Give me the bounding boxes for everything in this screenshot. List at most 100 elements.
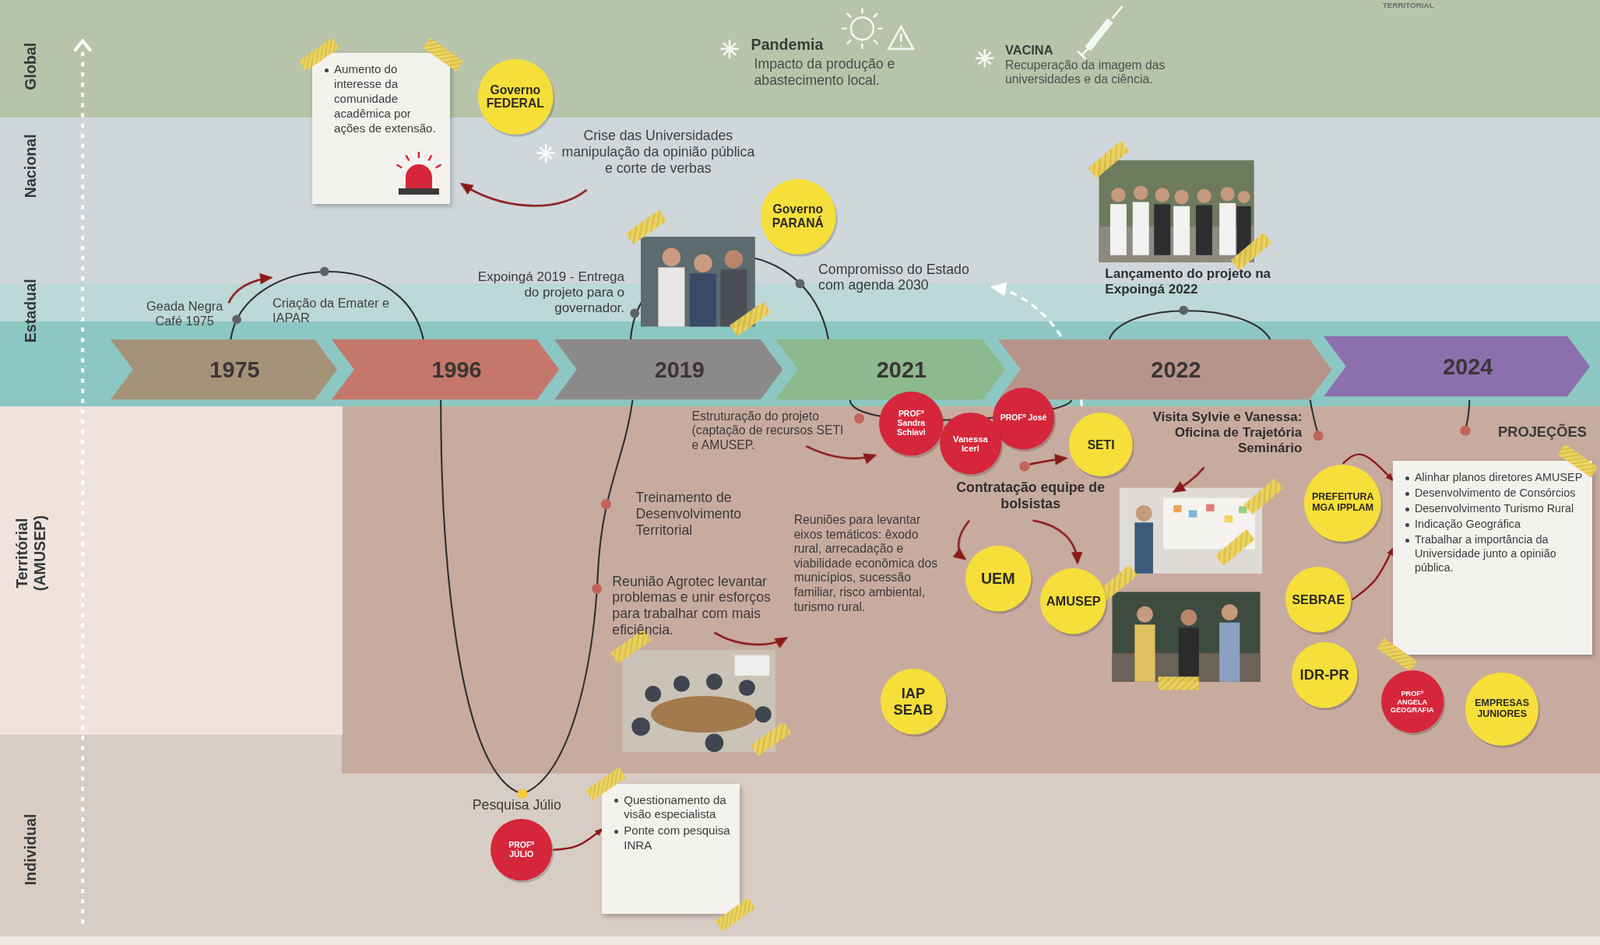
photo-meeting xyxy=(622,650,776,753)
sticker-text: Governo FEDERAL xyxy=(483,83,547,111)
leader-arrow xyxy=(805,446,876,459)
annotation-text: TERRITORIAL xyxy=(1382,0,1435,11)
photo-figure xyxy=(1196,189,1211,204)
label-box: Lançamento do projeto na Expoingá 2022 xyxy=(1104,266,1279,298)
leader-arrow xyxy=(958,520,970,560)
sticker-disc xyxy=(1285,566,1351,633)
sticker-text-box: PROFº José xyxy=(1000,413,1048,423)
sticker-shadow xyxy=(1382,672,1446,735)
photo-figure xyxy=(1178,627,1200,682)
sticker-disc xyxy=(965,545,1031,612)
photo xyxy=(1112,591,1261,682)
label-box: Treinamento de Desenvolvimento Territori… xyxy=(635,489,774,539)
year-text: 2021 xyxy=(876,357,927,384)
arrow-connector xyxy=(1343,454,1393,482)
sticker-disc xyxy=(760,179,837,255)
photo xyxy=(1099,160,1255,263)
sticker-text: SETI xyxy=(1087,438,1115,453)
label-box: Pandemia xyxy=(751,35,824,54)
event-dot xyxy=(629,309,640,319)
note-item: Desenvolvimento de Consórcios xyxy=(1403,485,1583,500)
sticker-text: IDR-PR xyxy=(1300,667,1350,684)
arrow-connector xyxy=(1352,548,1393,600)
event-dot xyxy=(854,413,865,424)
paper-note: Questionamento da visão especialistaPont… xyxy=(601,784,740,915)
year-chevron: 1996 xyxy=(331,339,560,400)
label-box: PROJEÇÕES xyxy=(1498,423,1587,441)
band-label: Estadual xyxy=(21,279,40,344)
photo-figure xyxy=(1221,604,1238,621)
label-box: Recuperação da imagem das universidades … xyxy=(1005,58,1169,88)
syringe-icon xyxy=(1087,20,1111,50)
event-dot xyxy=(1019,461,1030,472)
photo-postit xyxy=(1238,506,1247,514)
photo-figure xyxy=(1134,522,1154,574)
chevron-shape xyxy=(331,339,560,400)
sticker-shadow xyxy=(492,821,554,883)
label-box: Visita Sylvie e Vanessa: Oficina de Traj… xyxy=(1113,409,1302,457)
sticker-text-box: SEBRAE xyxy=(1291,592,1345,607)
asterisk-icon xyxy=(975,49,995,68)
sticker-disc xyxy=(490,819,553,881)
photo-workshop xyxy=(1119,488,1263,574)
photo-figure xyxy=(631,717,651,737)
photo-figure xyxy=(1174,189,1189,204)
photo-figure xyxy=(1173,206,1190,256)
sticker-text: PROFº JÚLIO xyxy=(496,840,546,859)
photo-seminar xyxy=(1112,591,1261,682)
sticker-disc xyxy=(1069,412,1133,477)
sticker-disc xyxy=(880,668,946,735)
sticker-shadow xyxy=(1305,467,1383,545)
annotation-text: Crise das Universidades manipulação da o… xyxy=(561,127,756,177)
annotation-text: PROJEÇÕES xyxy=(1498,423,1587,441)
photo-postit xyxy=(1206,504,1214,512)
timeline-arc xyxy=(1310,400,1319,437)
siren-icon xyxy=(398,188,440,195)
sticker-circle: UEM xyxy=(964,545,1032,612)
event-dot xyxy=(601,499,612,510)
photo xyxy=(1119,488,1263,574)
dashed-arrow xyxy=(991,286,1082,406)
event-dot xyxy=(591,583,602,595)
sticker-shadow xyxy=(967,548,1033,614)
asterisk-icon xyxy=(720,39,739,59)
sticker-text-box: Vanessa Iceri xyxy=(945,434,997,454)
siren-icon xyxy=(396,165,402,169)
sticker-text: IAP SEAB xyxy=(890,685,936,718)
photo-figure xyxy=(1132,202,1150,256)
chevron-shape xyxy=(998,339,1333,400)
note-item: Aumento do interesse da comunidade acadê… xyxy=(323,62,441,136)
tape xyxy=(1158,676,1200,690)
note-item: Trabalhar a importância da Universidade … xyxy=(1403,532,1583,575)
tape xyxy=(1230,232,1273,271)
annotation-text: Pandemia xyxy=(751,35,824,54)
annotation-text: Pesquisa Júlio xyxy=(472,797,562,814)
photo-figure xyxy=(662,248,682,268)
sticker-text: UEM xyxy=(981,569,1016,588)
photo-figure xyxy=(657,267,685,327)
sticker-shadow xyxy=(941,414,1003,477)
sticker-text: PROFº ANGELA GEOGRAFIA xyxy=(1386,689,1439,714)
photo-postit xyxy=(1188,510,1197,518)
label-box: Expoingá 2019 - Entrega do projeto para … xyxy=(471,269,625,317)
siren-icon xyxy=(428,155,432,162)
year-text: 1975 xyxy=(209,357,260,384)
sticker-text: PROFº José xyxy=(1000,413,1048,423)
photo-figure xyxy=(673,675,690,693)
asterisk-icon xyxy=(536,144,556,163)
sticker-text-box: PREFEITURA MGA IPPLAM xyxy=(1308,492,1376,514)
syringe-icon xyxy=(1077,6,1123,60)
leader-arrow xyxy=(1173,467,1204,492)
sticker-shadow xyxy=(994,390,1056,452)
sticker-text-box: Governo FEDERAL xyxy=(483,83,547,111)
sticker-disc xyxy=(1291,642,1358,708)
timeline-arc xyxy=(850,400,1072,421)
photo-figure xyxy=(1180,609,1197,626)
siren-icon xyxy=(418,151,421,159)
label-box: Crise das Universidades manipulação da o… xyxy=(561,127,756,177)
label-box: Impacto da produção e abastecimento loca… xyxy=(754,56,933,89)
label-box: VACINA xyxy=(1005,42,1054,58)
sticker-disc xyxy=(1381,670,1444,733)
annotation-text: Visita Sylvie e Vanessa: Oficina de Traj… xyxy=(1113,409,1302,457)
